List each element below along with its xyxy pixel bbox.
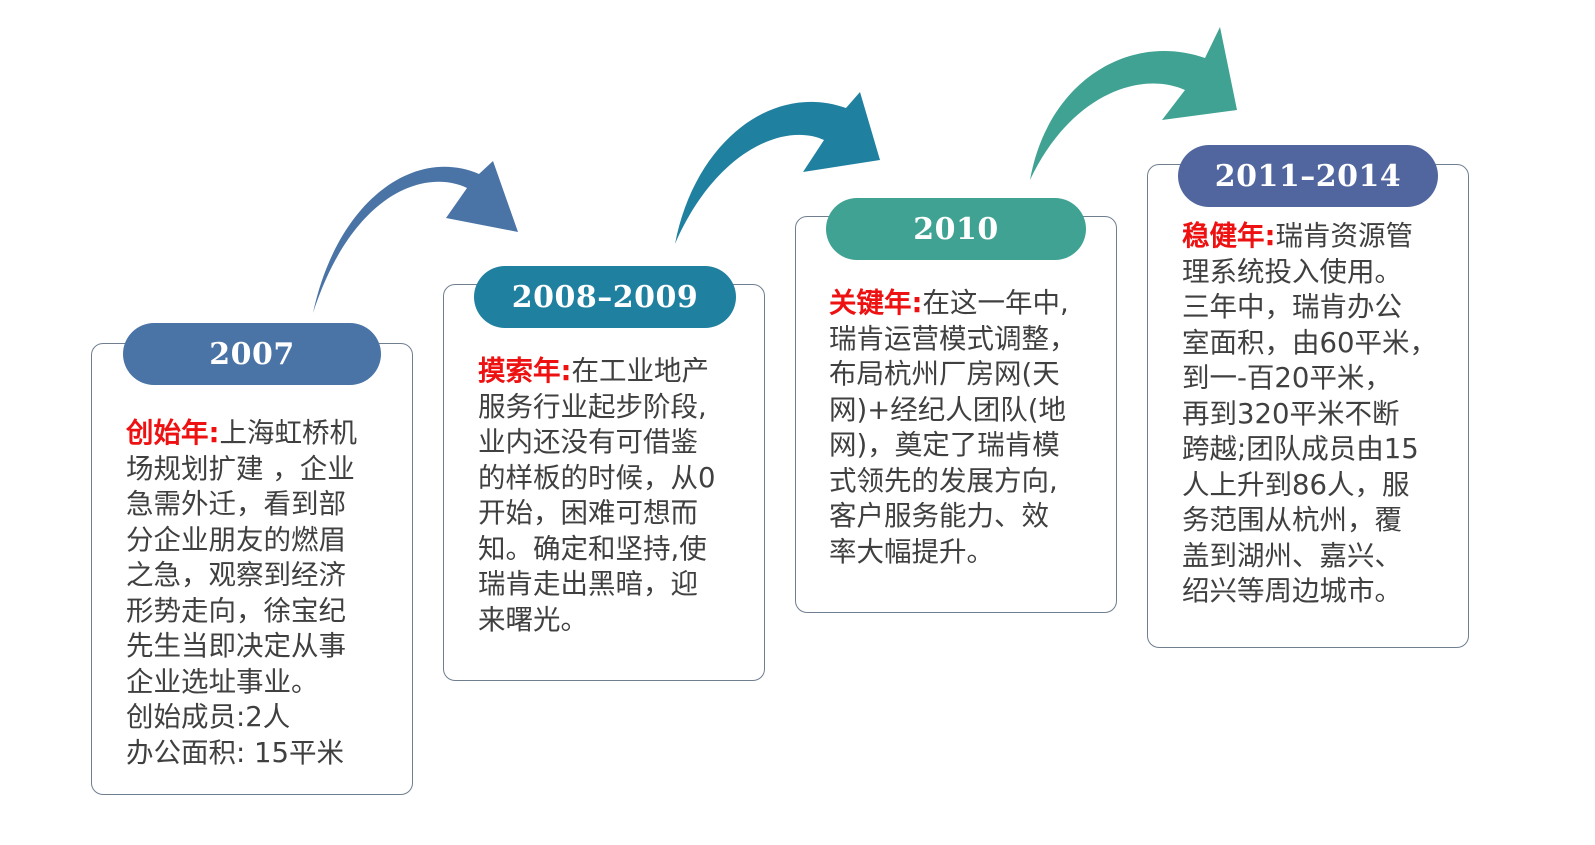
- description-line: 到一-百20平米，: [1182, 362, 1392, 394]
- stage-card-2008-2009: [443, 284, 765, 681]
- description-line: 客户服务能力、效: [829, 500, 1049, 532]
- description-line: 瑞肯运营模式调整，: [829, 322, 1077, 355]
- description-line: 开始，困难可想而: [478, 497, 698, 529]
- year-label: 2007: [209, 336, 295, 372]
- description-line: 业内还没有可借鉴: [478, 426, 698, 458]
- description-line: 三年中，瑞肯办公: [1182, 291, 1402, 323]
- description-line: 跨越;团队成员由15: [1182, 433, 1419, 465]
- description-line: 绍兴等周边城市。: [1182, 575, 1402, 607]
- description-line: 形势走向，徐宝纪: [126, 594, 346, 627]
- description-line: 分企业朋友的燃眉: [126, 523, 346, 556]
- description-line: 网)，奠定了瑞肯模: [829, 429, 1060, 461]
- description-line: 网)+经纪人团队(地: [829, 393, 1066, 426]
- description-line: 布局杭州厂房网(天: [829, 358, 1060, 390]
- stage-lead-label: 创始年:: [126, 417, 220, 449]
- description-line: 盖到湖州、嘉兴、: [1182, 539, 1402, 572]
- description-line: 来曙光。: [478, 603, 588, 636]
- stage-lead-label: 稳健年:: [1182, 220, 1276, 252]
- year-badge-2010: 2010: [826, 198, 1086, 260]
- stage-lead-label: 关键年:: [829, 287, 923, 319]
- description-line: 知。确定和坚持,使: [478, 532, 707, 565]
- description-line: 在这一年中,: [922, 287, 1069, 319]
- stage-card-2011-2014: [1147, 164, 1469, 648]
- description-line: 室面积，由60平米，: [1182, 326, 1437, 359]
- description-line: 企业选址事业。: [126, 665, 319, 698]
- description-line: 先生当即决定从事: [126, 630, 346, 662]
- description-line: 瑞肯资源管: [1275, 220, 1414, 252]
- description-line: 务范围从杭州，覆: [1182, 504, 1402, 536]
- stage-description-2008-2009: 摸索年:在工业地产 服务行业起步阶段, 业内还没有可借鉴 的样板的时候，从0 开…: [478, 354, 716, 638]
- year-badge-2008-2009: 2008–2009: [474, 266, 736, 328]
- stage-card-2007: [91, 343, 413, 795]
- description-line: 上海虹桥机: [219, 417, 358, 449]
- description-line: 急需外迁，看到部: [126, 488, 346, 520]
- year-label: 2008–2009: [511, 279, 699, 315]
- description-line: 服务行业起步阶段,: [478, 390, 707, 423]
- stage-lead-label: 摸索年:: [478, 355, 572, 387]
- description-line: 之急，观察到经济: [126, 559, 346, 591]
- description-line: 式领先的发展方向,: [829, 464, 1058, 497]
- stage-description-2011-2014: 稳健年:瑞肯资源管 理系统投入使用。 三年中，瑞肯办公 室面积，由60平米， 到…: [1182, 219, 1437, 610]
- year-badge-2007: 2007: [123, 323, 381, 385]
- arrow-3-icon: [1030, 27, 1237, 180]
- description-line: 办公面积: 15平米: [126, 736, 344, 769]
- description-line: 场规划扩建 ，企业: [126, 452, 355, 485]
- description-line: 的样板的时候，从0: [478, 461, 716, 494]
- description-line: 再到320平米不断: [1182, 397, 1400, 430]
- description-line: 率大幅提升。: [829, 535, 994, 568]
- description-line: 在工业地产: [571, 355, 710, 387]
- year-label: 2010: [913, 211, 999, 247]
- stage-description-2010: 关键年:在这一年中, 瑞肯运营模式调整， 布局杭州厂房网(天 网)+经纪人团队(…: [829, 286, 1077, 570]
- description-line: 人上升到86人，服: [1182, 468, 1410, 501]
- description-line: 瑞肯走出黑暗，迎: [478, 568, 698, 600]
- arrow-1-icon: [313, 161, 518, 313]
- year-label: 2011–2014: [1214, 158, 1402, 194]
- year-badge-2011-2014: 2011–2014: [1178, 145, 1438, 207]
- description-line: 理系统投入使用。: [1182, 255, 1402, 288]
- stage-description-2007: 创始年:上海虹桥机 场规划扩建 ，企业 急需外迁，看到部 分企业朋友的燃眉 之急…: [126, 416, 357, 771]
- description-line: 创始成员:2人: [126, 701, 291, 733]
- arrow-2-icon: [675, 92, 880, 244]
- stage-card-2010: [795, 216, 1117, 613]
